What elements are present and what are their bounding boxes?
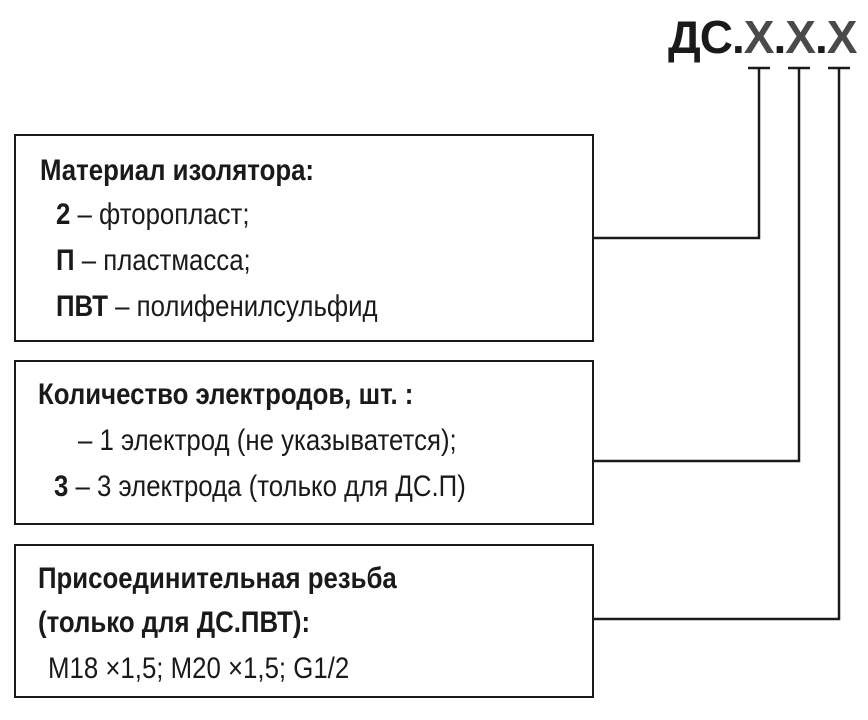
option-text: – пластмасса; — [74, 244, 251, 277]
code-prefix: ДС — [668, 11, 733, 63]
option-text: – полифенилсульфид — [107, 290, 378, 323]
list-item: – 1 электрод (не указыватется); — [78, 426, 457, 456]
list-item: М18 ×1,5; М20 ×1,5; G1/2 — [48, 654, 349, 684]
box-subtitle: (только для ДС.ПВТ): — [38, 606, 311, 639]
electrode-count-box: Количество электродов, шт. : – 1 электро… — [14, 360, 594, 525]
code-position-2: Х — [785, 11, 816, 63]
list-item: 3 – 3 электрода (только для ДС.П) — [54, 472, 466, 502]
option-code: 2 — [56, 198, 71, 231]
option-text: – фторопласт; — [70, 198, 250, 231]
list-item: П – пластмасса; — [56, 246, 251, 276]
box-title: Материал изолятора: — [40, 154, 315, 187]
list-item: 2 – фторопласт; — [56, 200, 250, 230]
code-designation: ДС.Х.Х.Х — [668, 11, 858, 63]
connection-thread-box: Присоединительная резьба (только для ДС.… — [14, 544, 594, 698]
connector-position-3 — [594, 68, 841, 621]
connector-position-1 — [594, 68, 761, 240]
option-text: М18 ×1,5; М20 ×1,5; G1/2 — [48, 652, 350, 685]
code-separator: . — [773, 11, 786, 63]
code-separator: . — [814, 11, 828, 63]
box-title: Присоединительная резьба — [38, 562, 397, 595]
code-position-3: Х — [826, 11, 858, 63]
code-position-1: Х — [743, 11, 775, 63]
option-code: 3 — [54, 470, 69, 503]
code-separator: . — [732, 11, 745, 63]
box-title: Количество электродов, шт. : — [38, 378, 414, 411]
option-text: – 3 электрода (только для ДС.П) — [68, 470, 466, 503]
insulator-material-box: Материал изолятора: 2 – фторопласт; П – … — [14, 134, 594, 342]
option-text: – 1 электрод (не указыватется); — [78, 424, 457, 457]
connector-position-2 — [594, 68, 801, 463]
option-code: ПВТ — [56, 290, 108, 323]
option-code: П — [56, 244, 75, 277]
list-item: ПВТ – полифенилсульфид — [56, 292, 378, 322]
